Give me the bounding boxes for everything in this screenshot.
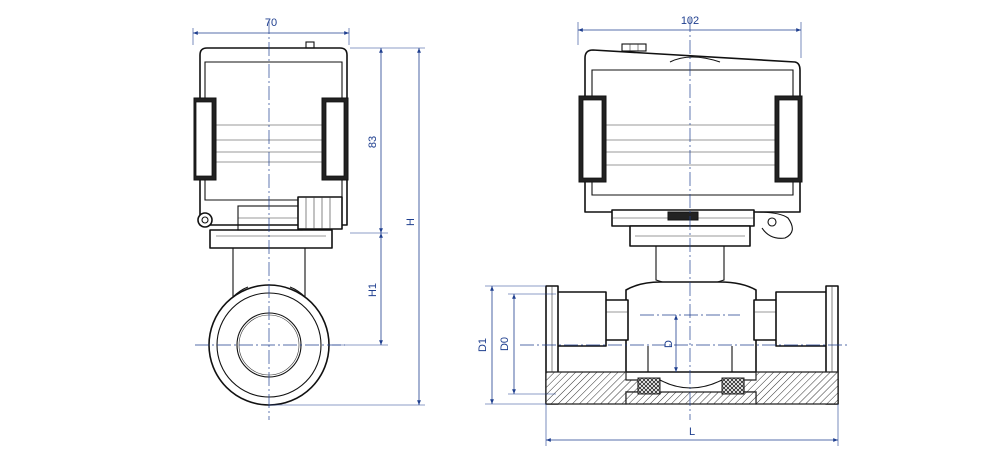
valve-body — [545, 281, 839, 405]
dim-d0: D0 — [499, 337, 511, 351]
front-view — [520, 18, 850, 420]
seal-left — [637, 377, 661, 395]
seal-right — [721, 377, 745, 395]
dim-width-70: 70 — [265, 17, 277, 29]
section-hatching — [545, 371, 839, 405]
dim-length-l: L — [689, 426, 695, 438]
dim-height-83: 83 — [367, 136, 379, 148]
side-view — [193, 20, 349, 420]
dim-h1: H1 — [367, 283, 379, 297]
side-dimensions: 70 83 H1 H — [192, 17, 425, 406]
dim-total-h: H — [405, 218, 417, 226]
valve-neck — [209, 229, 333, 299]
front-dimensions: 102 D1 D0 D L — [477, 15, 839, 446]
dim-d1: D1 — [477, 338, 489, 352]
actuator-front — [578, 43, 803, 247]
dim-d: D — [663, 340, 675, 348]
actuator-side — [193, 41, 349, 231]
dim-width-102: 102 — [681, 15, 699, 27]
